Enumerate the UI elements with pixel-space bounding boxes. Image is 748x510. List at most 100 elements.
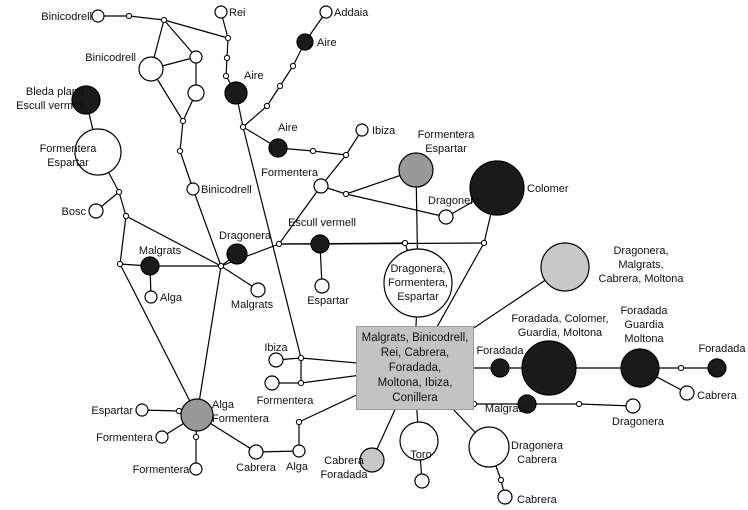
label-cabrera-bottom-right: Cabrera [517, 494, 558, 506]
label-dragonera-lower: Dragonera [612, 416, 665, 428]
network-edge [118, 191, 127, 217]
label-foradada-guardia-moltona: Guardia [624, 319, 664, 331]
label-dragonera-formentera-espartar: Dragonera, [390, 263, 445, 275]
node-dragonera-malgrats-cabrera-moltona [540, 242, 590, 292]
label-espartar-mid: Espartar [307, 295, 349, 307]
median-vector-dot [677, 364, 685, 372]
label-dragonera-formentera-espartar: Formentera, [388, 277, 448, 289]
label-cabrera-bottom: Cabrera [236, 462, 277, 474]
network-edge [163, 19, 229, 39]
node-aire-1 [296, 33, 314, 51]
median-vector-dot [224, 34, 232, 42]
median-vector-dot [179, 117, 187, 125]
label-foradada-guardia-moltona: Moltona [624, 333, 664, 345]
node-cabrera-bottom-right [497, 489, 513, 505]
label-escull-vermell: Escull vermell [288, 217, 356, 229]
network-edge [242, 126, 302, 359]
label-dragonera-right: Dragonera [428, 195, 481, 207]
label-dragonera-left: Dragonera [219, 230, 272, 242]
label-binicodrell-3: Binicodrell [201, 184, 252, 196]
node-toro [399, 421, 439, 461]
label-formentera-espartar-top: Espartar [425, 143, 467, 155]
median-vector-dot [401, 239, 409, 247]
node-formentera-lower-left [155, 430, 169, 444]
label-dragonera-malgrats-cabrera-moltona: Cabrera, Moltona [599, 273, 685, 285]
node-malgrats-left [140, 256, 160, 276]
node-formentera-espartar-top [398, 152, 434, 188]
node-rei [214, 5, 228, 19]
median-vector-dot [289, 62, 297, 70]
node-dragonera-formentera-espartar [383, 248, 453, 318]
label-formentera-espartar-top: Formentera [418, 129, 476, 141]
haplotype-nodes [71, 5, 727, 505]
median-vector-dot [295, 418, 303, 426]
label-formentera-lower: Formentera [257, 395, 315, 407]
label-foradada-colomer: Foradada, Colomer, [511, 313, 608, 325]
hub-haplotype-box: Malgrats, Binicodrell, Rei, Cabrera, For… [356, 326, 474, 410]
label-dragonera-formentera-espartar: Espartar [397, 291, 439, 303]
label-foradada-far: Foradada [698, 343, 746, 355]
node-cabrera-foradada [359, 447, 385, 473]
hub-haplotype-label: Malgrats, Binicodrell, Rei, Cabrera, For… [361, 331, 469, 404]
median-vector-dot [276, 82, 284, 90]
network-edge [163, 19, 197, 58]
label-aire-2: Aire [244, 70, 264, 82]
label-toro: Toro [410, 449, 431, 461]
label-aire-3: Aire [278, 122, 298, 134]
label-alga-small: Alga [160, 292, 183, 304]
node-cabrera-right [679, 385, 695, 401]
node-addaia [319, 5, 333, 19]
network-edge [119, 263, 198, 416]
network-edge [279, 65, 294, 87]
median-vector-dot [223, 54, 231, 62]
network-edge [192, 188, 222, 267]
network-edge [196, 265, 222, 416]
node-foradada-colomer [521, 340, 577, 396]
node-binicodrell-top [91, 9, 105, 23]
label-binicodrell-2: Binicodrell [85, 52, 136, 64]
median-vector-dot [309, 147, 317, 155]
label-binicodrell-top: Binicodrell [41, 11, 92, 23]
median-vector-dot [575, 400, 583, 408]
median-vector-dot [497, 476, 505, 484]
median-vector-dot [297, 354, 305, 362]
median-vector-dot [115, 188, 123, 196]
node-formentera-lower [264, 375, 280, 391]
node-dragonera-lower [625, 398, 641, 414]
node-ibiza-top [355, 123, 369, 137]
node-aire-2 [224, 81, 248, 105]
label-bleda: Bleda plana [26, 86, 85, 98]
network-edge [226, 37, 229, 59]
label-cabrera-foradada: Cabrera [324, 455, 365, 467]
label-cabrera-right: Cabrera [697, 390, 738, 402]
label-alga-formentera: Formentera [212, 413, 270, 425]
node-alga-formentera [180, 398, 214, 432]
node-colomer [469, 160, 525, 216]
network-edge [119, 215, 127, 265]
label-alga-formentera: Alga [212, 399, 235, 411]
network-edge [266, 85, 281, 107]
label-colomer: Colomer [527, 183, 569, 195]
label-dragonera-malgrats-cabrera-moltona: Dragonera, [613, 245, 668, 257]
node-dragonera-left [226, 243, 248, 265]
node-toro-sub [414, 473, 430, 489]
network-edge [179, 120, 184, 152]
label-bleda: Escull vermell [16, 100, 84, 112]
node-bosc [88, 203, 104, 219]
node-dragonera-right [438, 209, 454, 225]
label-malgrats-left: Malgrats [139, 245, 182, 257]
label-aire-1: Aire [317, 37, 337, 49]
median-vector-dot [116, 260, 124, 268]
network-edge [578, 403, 634, 407]
label-cabrera-foradada: Foradada [320, 469, 368, 481]
node-espartar-mid [314, 278, 330, 294]
node-foradada-small [490, 358, 510, 378]
median-vector-dot [239, 123, 247, 131]
label-bosc: Bosc [62, 206, 87, 218]
median-vector-dot [122, 212, 130, 220]
label-malgrats-lower: Malgrats [485, 403, 528, 415]
label-formentera-espartar-left: Espartar [47, 157, 89, 169]
network-edge [345, 193, 447, 218]
